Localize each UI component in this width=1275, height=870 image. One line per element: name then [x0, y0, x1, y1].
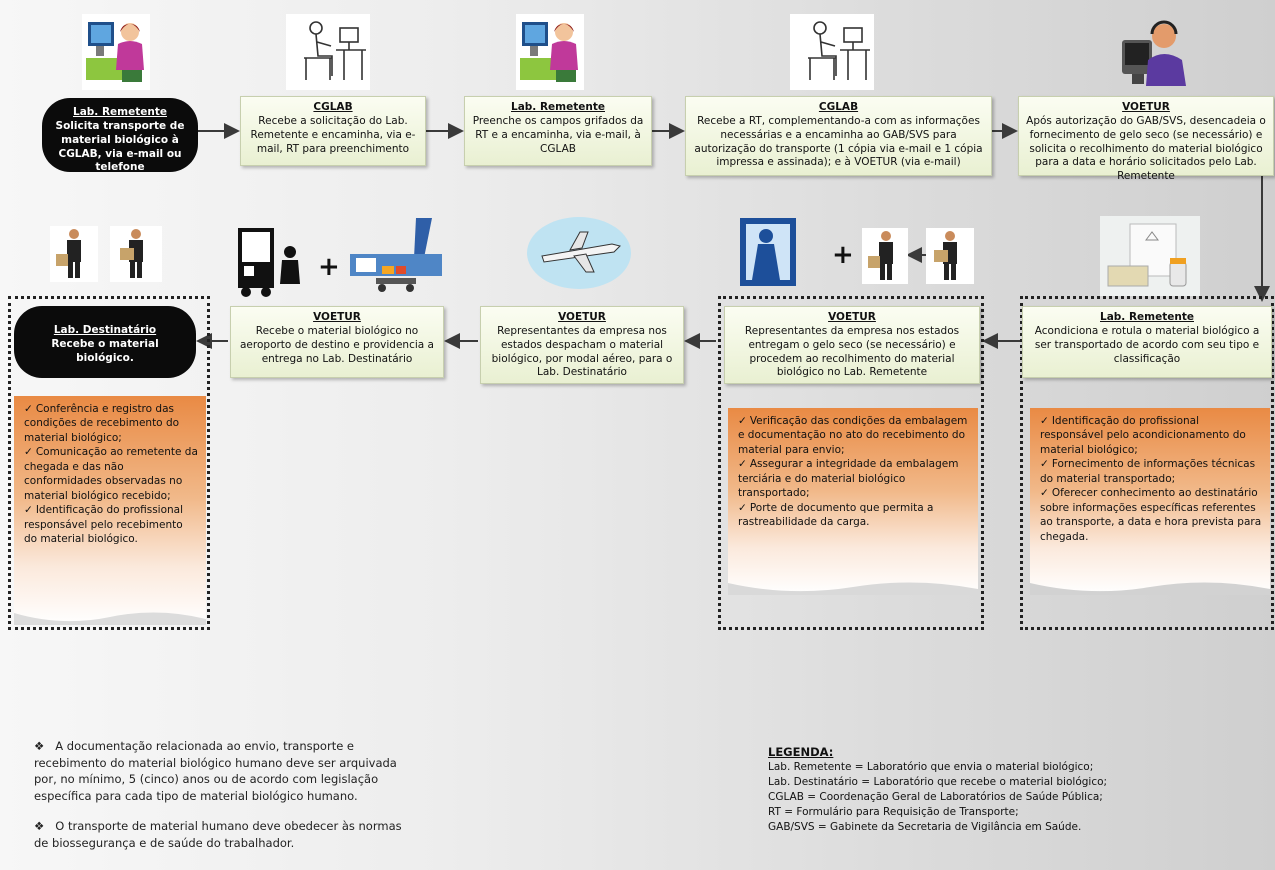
step-text: Preenche os campos grifados da RT e a en… — [472, 114, 644, 155]
step-title: Lab. Remetente — [1100, 311, 1194, 323]
group-frame-remetente — [1020, 296, 1274, 630]
step-lab-remetente-acondiciona: Lab. Remetente Acondiciona e rotula o ma… — [1022, 306, 1272, 378]
wave-edge — [728, 582, 978, 595]
note-text: Conferência e registro das condições de … — [24, 403, 180, 444]
step-text: Recebe o material biológico no aeroporto… — [240, 324, 434, 365]
step-text: Recebe o material biológico. — [51, 337, 159, 364]
woman-at-computer-image-2 — [516, 14, 584, 90]
note-text: Porte de documento que permita a rastrea… — [738, 501, 934, 529]
note-text: Assegurar a integridade da embalagem ter… — [738, 458, 959, 500]
step-title: VOETUR — [1122, 101, 1170, 113]
step-text: Solicita transporte de material biológic… — [55, 119, 185, 174]
wave-edge — [1030, 582, 1270, 595]
legend: LEGENDA: Lab. Remetente = Laboratório qu… — [768, 744, 1168, 835]
legend-item: CGLAB = Coordenação Geral de Laboratório… — [768, 791, 1103, 804]
check-icon: ✓ — [1040, 415, 1049, 427]
courier-delivery-image — [726, 214, 810, 290]
step-text: Recebe a solicitação do Lab. Remetente e… — [250, 114, 416, 155]
step-title: CGLAB — [313, 101, 353, 113]
note-item: ✓Comunicação ao remetente da chegada e d… — [24, 445, 198, 503]
check-icon: ✓ — [738, 415, 747, 427]
note-item: ✓Oferecer conhecimento ao destinatário s… — [1040, 486, 1262, 544]
diamond-bullet-icon: ❖ — [34, 739, 45, 753]
step-text: Representantes da empresa nos estados de… — [491, 324, 673, 379]
step-lab-destinatario-recebe: Lab. Destinatário Recebe o material biol… — [14, 306, 196, 378]
notes-voetur: ✓Verificação das condições da embalagem … — [728, 408, 978, 595]
footnote-text: O transporte de material humano deve obe… — [34, 819, 402, 850]
legend-title: LEGENDA: — [768, 745, 834, 759]
airplane-in-sky-image — [526, 216, 632, 290]
step-lab-remetente-preenche: Lab. Remetente Preenche os campos grifad… — [464, 96, 652, 166]
step-lab-remetente-solicita: Lab. Remetente Solicita transporte de ma… — [42, 98, 198, 174]
call-center-operator-image — [1118, 14, 1190, 90]
group-frame-destinatario — [8, 296, 210, 630]
legend-item: GAB/SVS = Gabinete da Secretaria de Vigi… — [768, 820, 1082, 833]
step-voetur-entregam-gelo: VOETUR Representantes da empresa nos est… — [724, 306, 980, 384]
man-holding-package-image — [110, 226, 162, 282]
step-cglab-recebe-solicitacao: CGLAB Recebe a solicitação do Lab. Remet… — [240, 96, 426, 166]
note-item: ✓Fornecimento de informações técnicas do… — [1040, 457, 1262, 486]
step-title: Lab. Remetente — [511, 101, 605, 113]
step-voetur-recebe-aeroporto: VOETUR Recebe o material biológico no ae… — [230, 306, 444, 378]
group-frame-voetur — [718, 296, 984, 630]
note-text: Identificação do profissional responsáve… — [1040, 415, 1246, 456]
notes-destinatario: ✓Conferência e registro das condições de… — [14, 396, 206, 625]
diamond-bullet-icon: ❖ — [34, 819, 45, 833]
plus-sign-2: + — [832, 240, 854, 270]
note-item: ✓Assegurar a integridade da embalagem te… — [738, 457, 970, 500]
step-voetur-autorizacao: VOETUR Após autorização do GAB/SVS, dese… — [1018, 96, 1274, 182]
check-icon: ✓ — [738, 458, 747, 471]
person-at-desk-sketch-image — [286, 14, 370, 90]
step-text: Após autorização do GAB/SVS, desencadeia… — [1026, 114, 1266, 183]
plus-sign-1: + — [318, 252, 340, 282]
note-item: ✓Porte de documento que permita a rastre… — [738, 501, 970, 530]
notes-remetente: ✓Identificação do profissional responsáv… — [1030, 408, 1270, 595]
man-with-package-image-2 — [862, 228, 908, 284]
note-text: Oferecer conhecimento ao destinatário so… — [1040, 487, 1262, 543]
person-at-desk-sketch-image-2 — [790, 14, 874, 90]
step-voetur-despacham: VOETUR Representantes da empresa nos est… — [480, 306, 684, 384]
legend-item: Lab. Destinatário = Laboratório que rece… — [768, 776, 1108, 789]
note-text: Fornecimento de informações técnicas do … — [1040, 458, 1256, 485]
biological-packaging-image — [1100, 216, 1200, 296]
check-icon: ✓ — [24, 403, 33, 415]
step-title: Lab. Destinatário — [53, 324, 157, 336]
wave-edge — [14, 612, 206, 625]
step-title: VOETUR — [558, 311, 606, 323]
step-text: Representantes da empresa nos estados en… — [744, 324, 960, 379]
step-text: Acondiciona e rotula o material biológic… — [1034, 324, 1260, 365]
delivery-truck-unloading-image — [236, 226, 306, 298]
note-item: ✓Conferência e registro das condições de… — [24, 402, 198, 445]
cargo-airplane-loading-image — [346, 216, 444, 300]
note-item: ✓Identificação do profissional responsáv… — [24, 503, 198, 546]
step-text: Recebe a RT, complementando-a com as inf… — [694, 114, 983, 169]
step-cglab-recebe-rt: CGLAB Recebe a RT, complementando-a com … — [685, 96, 992, 176]
note-text: Verificação das condições da embalagem e… — [738, 415, 968, 456]
step-title: VOETUR — [313, 311, 361, 323]
check-icon: ✓ — [24, 446, 33, 459]
step-title: CGLAB — [818, 101, 859, 113]
step-title: Lab. Remetente — [73, 106, 167, 118]
man-holding-package-image-2 — [926, 228, 974, 284]
woman-at-computer-image — [82, 14, 150, 90]
check-icon: ✓ — [1040, 458, 1049, 471]
man-with-package-image — [50, 226, 98, 282]
step-title: VOETUR — [828, 311, 876, 323]
note-item: ✓Verificação das condições da embalagem … — [738, 414, 970, 457]
footnote-documentacao: ❖ A documentação relacionada ao envio, t… — [34, 738, 414, 805]
legend-item: RT = Formulário para Requisição de Trans… — [768, 806, 1019, 819]
footnote-text: A documentação relacionada ao envio, tra… — [34, 739, 397, 804]
note-text: Comunicação ao remetente da chegada e da… — [24, 446, 198, 502]
legend-item: Lab. Remetente = Laboratório que envia o… — [768, 761, 1094, 774]
check-icon: ✓ — [24, 504, 33, 517]
check-icon: ✓ — [1040, 487, 1049, 500]
note-item: ✓Identificação do profissional responsáv… — [1040, 414, 1262, 457]
note-text: Identificação do profissional responsáve… — [24, 504, 184, 546]
check-icon: ✓ — [738, 501, 747, 514]
footnote-biosseguranca: ❖ O transporte de material humano deve o… — [34, 818, 414, 851]
